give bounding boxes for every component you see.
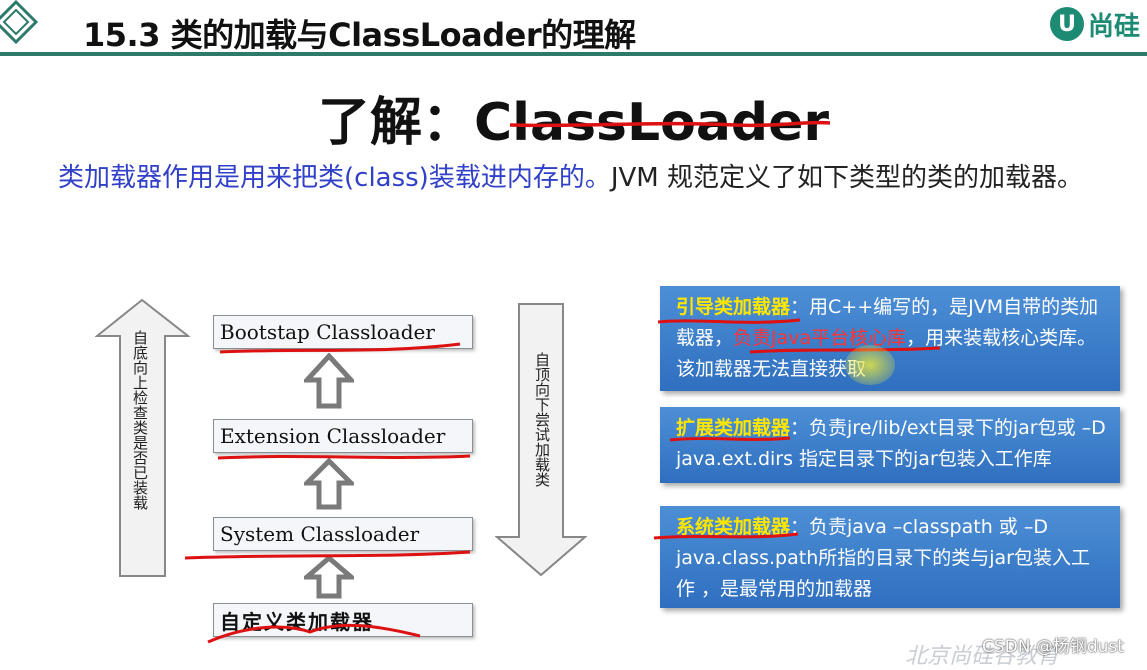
- box-underline-scribbles: [184, 342, 471, 644]
- small-up-arrow-icon: [304, 458, 354, 510]
- brand-logo: U 尚硅: [1050, 4, 1140, 44]
- extension-loader-card: 扩展类加载器：负责jre/lib/ext目录下的jar包或 –D java.ex…: [660, 407, 1120, 483]
- intro-highlight: 类加载器作用是用来把类(class)装载进内存的。: [58, 163, 611, 193]
- card-separator: ：: [790, 516, 810, 538]
- card-title: 引导类加载器: [676, 296, 791, 318]
- up-arrow-label: 自底向上检查类是否已装载: [131, 330, 149, 510]
- system-loader-card: 系统类加载器：负责java –classpath 或 –D java.class…: [660, 506, 1120, 608]
- card-text: 负责java –classpath 或 –D java.class.path所指…: [676, 516, 1090, 600]
- slide-title: 15.3 类的加载与ClassLoader的理解: [83, 16, 636, 54]
- logo-text: 尚硅: [1088, 11, 1141, 42]
- small-up-arrow-icon: [304, 555, 354, 599]
- card-title: 扩展类加载器: [676, 417, 791, 439]
- system-loader-box: System Classloader: [213, 517, 473, 551]
- down-arrow-label: 自顶向下尝试加载类: [533, 352, 551, 487]
- card-text: 负责jre/lib/ext目录下的jar包或 –D java.ext.dirs …: [676, 417, 1106, 470]
- card-text: 用C++编写的，是JVM自带的类加载器，: [676, 296, 1099, 349]
- heading-underline-scribble: [509, 120, 831, 128]
- card-red-text: 负责Java平台核心库: [733, 327, 907, 349]
- intro-rest: JVM 规范定义了如下类型的类的加载器。: [610, 163, 1083, 193]
- extension-loader-box: Extension Classloader: [213, 419, 473, 453]
- logo-mark-icon: U: [1050, 7, 1084, 41]
- diamond-icon: [0, 0, 38, 44]
- card-text: ，用来装载核心类库。该加载器无法直接获取: [676, 327, 1097, 380]
- intro-paragraph: 类加载器作用是用来把类(class)装载进内存的。JVM 规范定义了如下类型的类…: [58, 162, 1098, 194]
- bootstrap-loader-card: 引导类加载器：用C++编写的，是JVM自带的类加载器，负责Java平台核心库，用…: [660, 286, 1120, 391]
- cursor-highlight: [845, 345, 895, 385]
- csdn-watermark: CSDN @杨钢dust: [982, 637, 1124, 657]
- up-arrow-icon: [95, 298, 190, 577]
- card-title: 系统类加载器: [676, 516, 791, 538]
- down-arrow-icon: [495, 303, 587, 577]
- main-heading: 了解：ClassLoader: [318, 93, 830, 153]
- card-separator: ：: [790, 296, 810, 318]
- header-divider: [0, 52, 1147, 56]
- card-separator: ：: [790, 417, 810, 439]
- bootstrap-loader-box: Bootstap Classloader: [213, 315, 473, 349]
- card-underline-scribbles: [653, 318, 941, 540]
- header-bar: [0, 0, 1147, 58]
- small-up-arrow-icon: [304, 353, 354, 409]
